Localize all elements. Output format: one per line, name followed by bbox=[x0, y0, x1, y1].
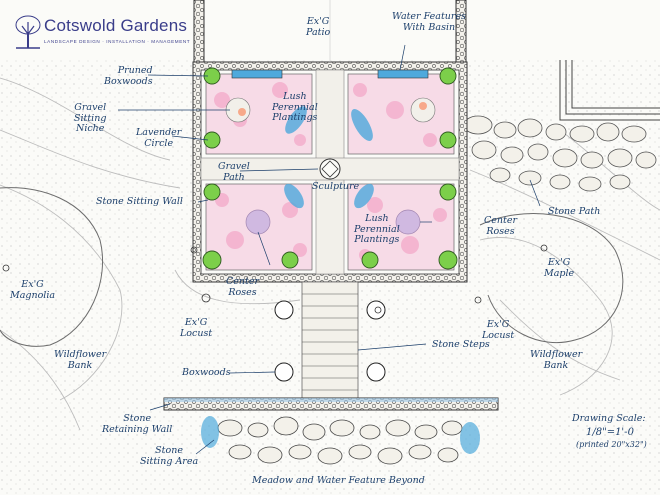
label-scale-value: 1/8"=1'-0 bbox=[586, 427, 634, 438]
label-pruned-boxwoods: Pruned Boxwoods bbox=[104, 65, 153, 87]
label-wildflower-left: Wildflower Bank bbox=[54, 349, 107, 371]
label-center-roses-left: Center Roses bbox=[226, 276, 259, 298]
label-locust-right: Ex'G Locust bbox=[482, 319, 515, 341]
brand-tagline: LANDSCAPE DESIGN · INSTALLATION · MANAGE… bbox=[44, 39, 191, 44]
center-roses bbox=[245, 209, 421, 235]
label-printed-size: (printed 20"x32") bbox=[576, 440, 647, 449]
label-maple: Ex'G Maple bbox=[544, 257, 575, 279]
stone-steps bbox=[301, 281, 359, 399]
label-magnolia: Ex'G Magnolia bbox=[10, 279, 56, 301]
sitting-area-water bbox=[201, 416, 480, 454]
water-features bbox=[231, 69, 429, 79]
brand-logo: Cotswold Gardens LANDSCAPE DESIGN · INST… bbox=[14, 12, 190, 58]
label-drawing-scale: Drawing Scale: bbox=[572, 413, 646, 424]
contour-lines bbox=[0, 77, 660, 431]
stone-path bbox=[463, 115, 657, 192]
label-water-features: Water Features With Basin bbox=[392, 11, 466, 33]
label-patio: Ex'G Patio bbox=[306, 16, 331, 38]
blue-plantings bbox=[284, 106, 374, 209]
label-stone-path: Stone Path bbox=[548, 206, 601, 217]
step-lines bbox=[302, 293, 358, 391]
label-meadow: Meadow and Water Feature Beyond bbox=[252, 475, 425, 486]
label-retaining-wall: Stone Retaining Wall bbox=[102, 413, 173, 435]
brand-name: Cotswold Gardens bbox=[44, 16, 188, 35]
label-center-roses-right: Center Roses bbox=[484, 215, 517, 237]
label-gravel-path: Gravel Path bbox=[218, 161, 250, 183]
boxwoods bbox=[274, 300, 386, 382]
existing-building bbox=[559, 60, 660, 121]
label-lavender: Lavender Circle bbox=[136, 127, 182, 149]
label-stone-sitting-wall: Stone Sitting Wall bbox=[96, 196, 183, 207]
label-boxwoods: Boxwoods bbox=[182, 367, 231, 378]
label-stone-steps: Stone Steps bbox=[432, 339, 490, 350]
magnolia-canopy bbox=[0, 187, 104, 347]
label-sitting-area: Stone Sitting Area bbox=[140, 445, 199, 467]
locust-markers bbox=[2, 244, 548, 314]
label-gravel-niche: Gravel Sitting Niche bbox=[74, 102, 107, 134]
gravel-sitting-niches bbox=[225, 97, 436, 123]
label-wildflower-right: Wildflower Bank bbox=[530, 349, 583, 371]
label-sculpture: Sculpture bbox=[312, 181, 360, 192]
sculpture bbox=[319, 158, 341, 180]
label-lush-bottom: Lush Perennial Plantings bbox=[354, 213, 400, 245]
pruned-boxwoods bbox=[202, 67, 458, 270]
maple-canopy bbox=[479, 213, 624, 344]
label-locust-left: Ex'G Locust bbox=[180, 317, 213, 339]
tree-logo-icon bbox=[15, 15, 41, 49]
leader-lines bbox=[118, 44, 541, 455]
stone-sitting-area bbox=[217, 416, 463, 465]
label-lush-top: Lush Perennial Plantings bbox=[272, 91, 318, 123]
